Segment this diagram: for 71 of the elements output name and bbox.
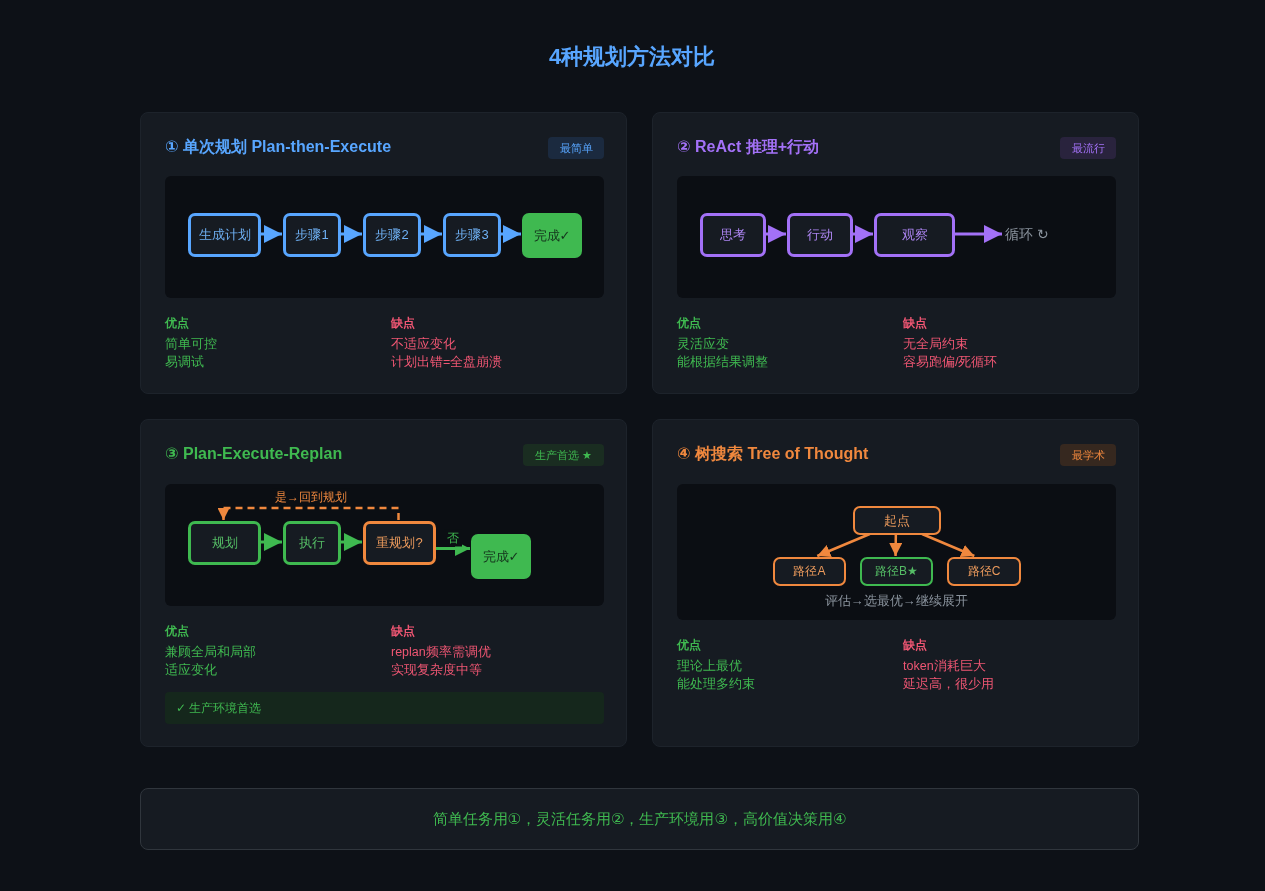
list-item: 能处理多约束 [677,676,755,693]
section-heading: 缺点 [391,315,415,332]
list-item: 实现复杂度中等 [391,662,482,679]
list-item: replan频率需调优 [391,644,491,661]
loop-label: 循环 ↻ [1003,223,1065,247]
arrow [765,225,786,243]
list-item: 兼顾全局和局部 [165,644,256,661]
panel-card [140,419,627,747]
summary-box: 简单任务用①，灵活任务用②，生产环境用③，高价值决策用④ [140,788,1139,850]
step-box: 执行 [283,521,341,565]
panel-card [140,112,627,394]
list-item: 适应变化 [165,662,217,679]
step-box: 思考 [700,213,766,257]
tree-node-box: 路径B★ [860,557,933,586]
step-box: 步骤1 [283,213,341,257]
list-item: 灵活应变 [677,336,729,353]
section-heading: 优点 [165,623,189,640]
arrow [816,532,871,558]
arrow [340,225,362,243]
step-box: 行动 [787,213,853,257]
done-box: 完成✓ [471,534,531,579]
tag-badge: 最流行 [1060,137,1116,159]
panel-card [652,419,1139,747]
section-heading: 优点 [677,315,701,332]
step-box: 规划 [188,521,261,565]
arrow [260,533,282,551]
arrow [500,225,521,243]
dashed-arrow [217,506,400,520]
caption-text: 评估→选最优→继续展开 [824,592,968,610]
list-item: 计划出错=全盘崩溃 [391,354,503,371]
tag-badge: 生产首选 ★ [523,444,604,466]
step-box: 生成计划 [188,213,261,257]
arrow [921,532,975,558]
section-heading: 优点 [165,315,189,332]
list-item: 不适应变化 [391,336,456,353]
list-item: 易调试 [165,354,204,371]
step-box: 步骤3 [443,213,501,257]
decision-box: 重规划? [363,521,436,565]
list-item: 无全局约束 [903,336,968,353]
done-box: 完成✓ [522,213,582,258]
edge-label: 是→回到规划 [272,488,350,506]
note-banner: ✓ 生产环境首选 [165,692,604,724]
panel-heading: ③ Plan-Execute-Replan [165,444,343,464]
tag-badge: 最简单 [548,137,604,159]
tree-node-box: 起点 [853,506,941,535]
page-title: 4种规划方法对比 [548,43,716,71]
list-item: token消耗巨大 [903,658,986,675]
list-item: 理论上最优 [677,658,742,675]
list-item: 能根据结果调整 [677,354,768,371]
arrow [889,534,903,556]
list-item: 延迟高，很少用 [903,676,994,693]
list-item: 简单可控 [165,336,217,353]
step-box: 观察 [874,213,955,257]
tag-badge: 最学术 [1060,444,1116,466]
step-box: 步骤2 [363,213,421,257]
tree-node-box: 路径A [773,557,846,586]
panel-heading: ④ 树搜索 Tree of Thought [677,444,869,464]
arrow [260,225,282,243]
section-heading: 缺点 [903,637,927,654]
panel-card [652,112,1139,394]
panel-heading: ① 单次规划 Plan-then-Execute [165,137,392,157]
tree-node-box: 路径C [947,557,1021,586]
arrow [340,533,362,551]
section-heading: 优点 [677,637,701,654]
arrow [954,225,1002,243]
section-heading: 缺点 [903,315,927,332]
arrow [420,225,442,243]
list-item: 容易跑偏/死循环 [903,354,998,371]
arrow [852,225,873,243]
panel-heading: ② ReAct 推理+行动 [677,137,819,157]
section-heading: 缺点 [391,623,415,640]
